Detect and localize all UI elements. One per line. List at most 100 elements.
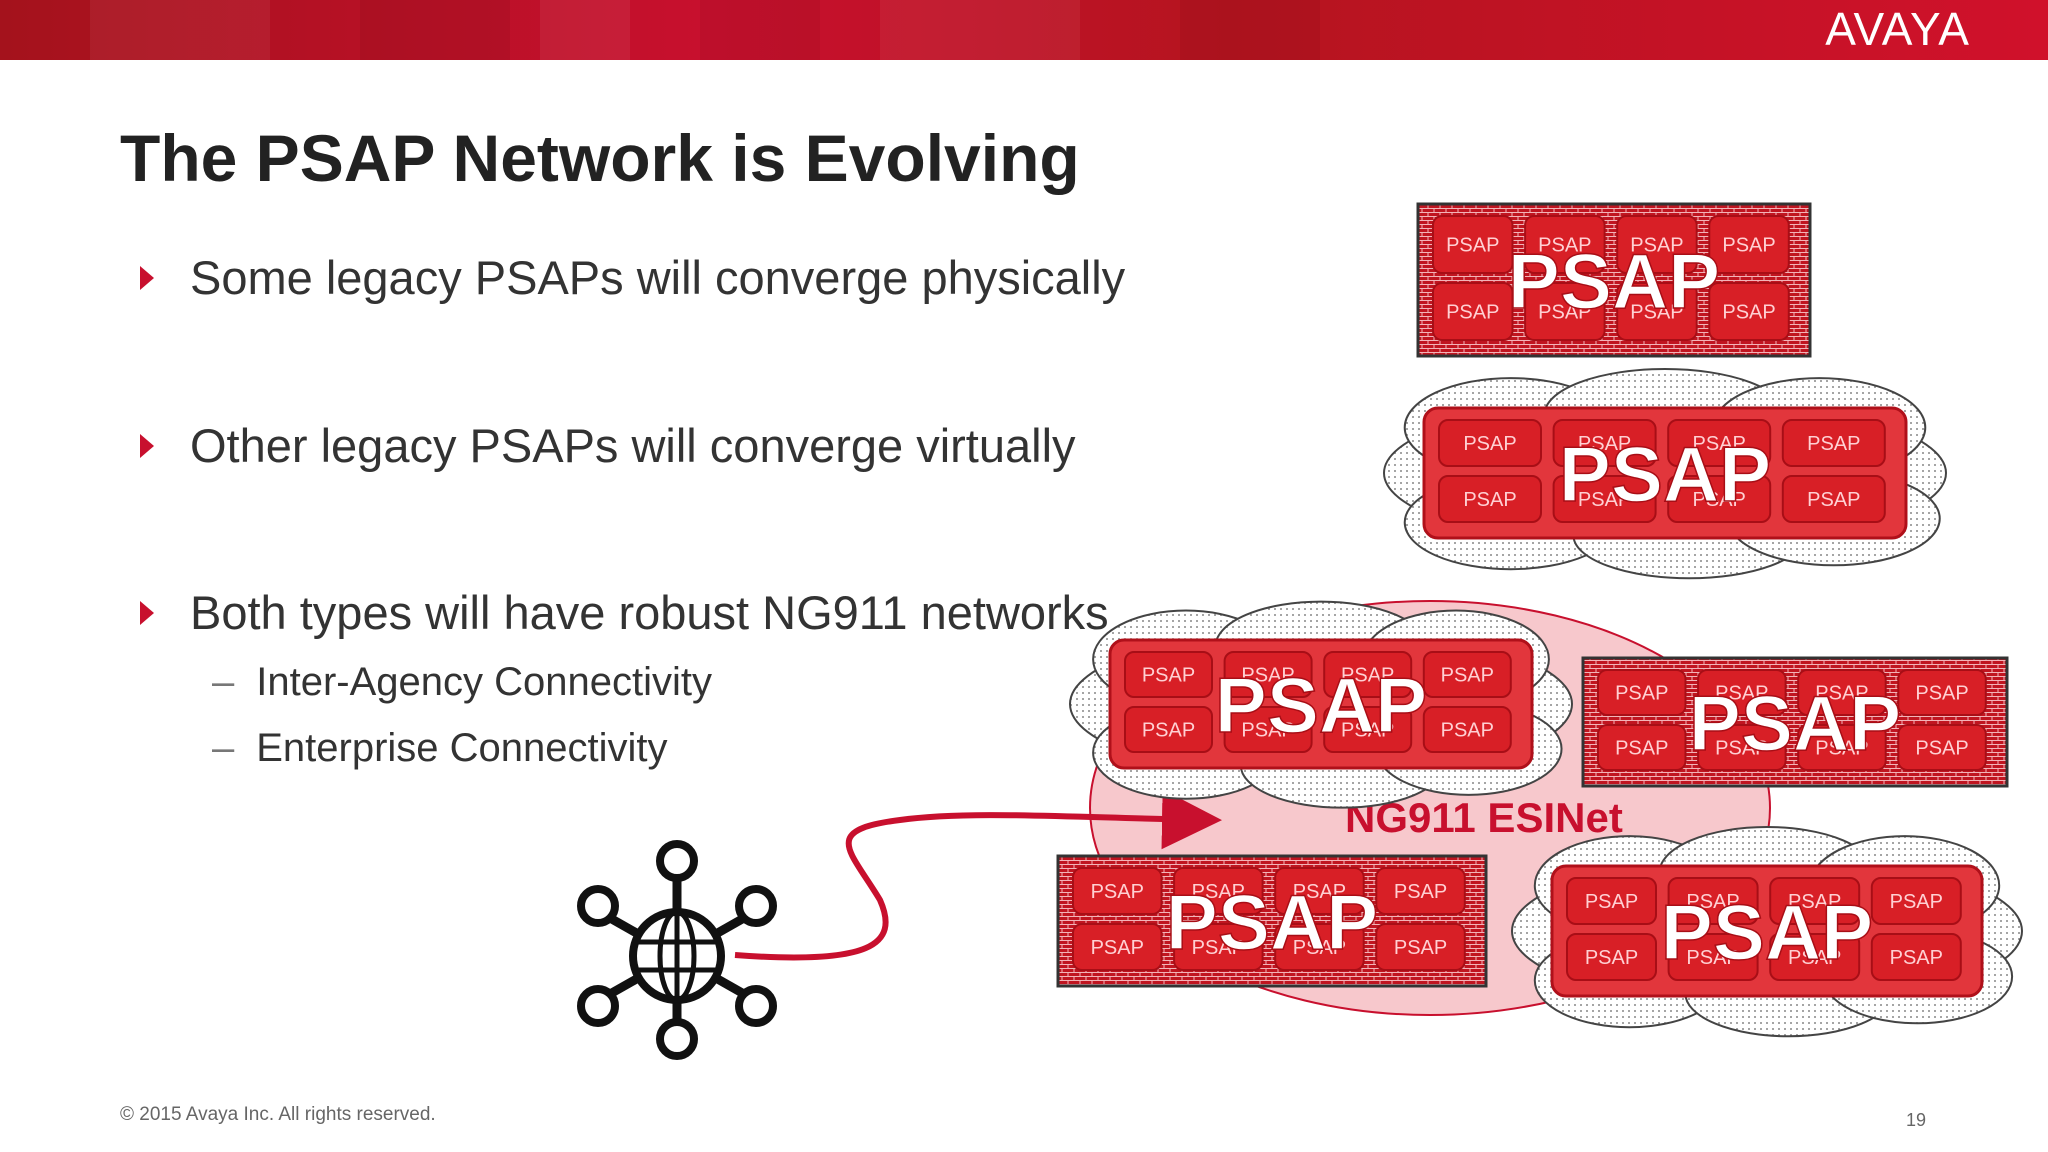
bullet-arrow-icon — [140, 601, 154, 625]
psap-big-label: PSAP — [1559, 430, 1771, 518]
psap-unit-label: PSAP — [1615, 683, 1668, 705]
bullet-text: Both types will have robust NG911 networ… — [190, 586, 1109, 639]
psap-unit — [1072, 867, 1163, 915]
psap-unit-label: PSAP — [1630, 235, 1683, 257]
psap-unit-label: PSAP — [1890, 891, 1943, 913]
psap-unit — [1223, 651, 1313, 698]
psap-unit — [1422, 651, 1512, 698]
psap-unit — [1274, 867, 1365, 915]
psap-unit — [1697, 669, 1787, 716]
psap-unit-label: PSAP — [1715, 683, 1768, 705]
psap-unit — [1769, 933, 1861, 981]
psap-unit — [1375, 867, 1466, 915]
psap-unit — [1552, 419, 1657, 467]
psap-unit-label: PSAP — [1192, 881, 1245, 903]
psap-unit-label: PSAP — [1538, 235, 1591, 257]
psap-unit — [1897, 669, 1987, 716]
slide-title: The PSAP Network is Evolving — [120, 121, 1080, 195]
psap-unit-label: PSAP — [1815, 738, 1868, 760]
psap-unit-label: PSAP — [1686, 947, 1739, 969]
psap-unit — [1323, 706, 1413, 753]
psap-unit — [1667, 419, 1772, 467]
psap-unit — [1375, 923, 1466, 971]
psap-unit-label: PSAP — [1463, 489, 1516, 511]
psap-unit-label: PSAP — [1807, 433, 1860, 455]
psap-unit-label: PSAP — [1915, 738, 1968, 760]
psap-unit-label: PSAP — [1142, 720, 1195, 742]
psap-unit-label: PSAP — [1815, 683, 1868, 705]
psap-unit — [1667, 475, 1772, 523]
psap-unit-label: PSAP — [1091, 937, 1144, 959]
dash-marker: – — [212, 726, 235, 770]
psap-unit-label: PSAP — [1192, 937, 1245, 959]
psap-unit — [1422, 706, 1512, 753]
psap-unit — [1667, 933, 1759, 981]
psap-unit-label: PSAP — [1293, 881, 1346, 903]
psap-unit-label: PSAP — [1585, 891, 1638, 913]
bullet-item: Some legacy PSAPs will converge physical… — [140, 250, 1125, 305]
psap-unit-label: PSAP — [1241, 665, 1294, 687]
psap-unit — [1597, 724, 1687, 771]
psap-unit-label: PSAP — [1693, 433, 1746, 455]
psap-unit-label: PSAP — [1446, 235, 1499, 257]
psap-unit — [1566, 877, 1657, 925]
psap-unit — [1616, 282, 1698, 341]
psap-unit — [1438, 475, 1542, 523]
psap-unit — [1323, 651, 1413, 698]
header-banner: AVAYA — [0, 0, 2048, 60]
psap-unit-label: PSAP — [1293, 937, 1346, 959]
psap-unit-label: PSAP — [1722, 235, 1775, 257]
psap-unit-label: PSAP — [1722, 302, 1775, 324]
psap-big-label: PSAP — [1215, 661, 1427, 749]
bullet-item: Both types will have robust NG911 networ… — [140, 585, 1109, 640]
psap-unit — [1432, 282, 1514, 341]
sub-bullet-text: Inter-Agency Connectivity — [256, 660, 713, 704]
psap-unit — [1781, 475, 1886, 523]
psap-unit-label: PSAP — [1578, 489, 1631, 511]
page-number: 19 — [1906, 1110, 1927, 1130]
psap-unit — [1616, 215, 1698, 274]
psap-unit — [1552, 475, 1657, 523]
footer-copyright: © 2015 Avaya Inc. All rights reserved. — [120, 1104, 436, 1125]
psap-unit — [1173, 867, 1264, 915]
psap-unit-label: PSAP — [1394, 937, 1447, 959]
psap-unit — [1566, 933, 1657, 981]
psap-unit-label: PSAP — [1915, 683, 1968, 705]
bullet-arrow-icon — [140, 266, 154, 290]
psap-unit-label: PSAP — [1788, 947, 1841, 969]
psap-unit-label: PSAP — [1091, 881, 1144, 903]
psap-unit — [1223, 706, 1313, 753]
psap-unit-label: PSAP — [1890, 947, 1943, 969]
psap-unit — [1797, 669, 1887, 716]
psap-unit-label: PSAP — [1142, 665, 1195, 687]
psap-unit-label: PSAP — [1585, 947, 1638, 969]
psap-unit — [1667, 877, 1759, 925]
bullet-text: Some legacy PSAPs will converge physical… — [190, 251, 1126, 304]
bullet-text: Other legacy PSAPs will converge virtual… — [190, 419, 1076, 472]
psap-unit — [1274, 923, 1365, 971]
psap-unit-label: PSAP — [1341, 720, 1394, 742]
psap-unit — [1781, 419, 1886, 467]
psap-unit-label: PSAP — [1341, 665, 1394, 687]
psap-unit — [1797, 724, 1887, 771]
psap-unit — [1769, 877, 1861, 925]
psap-unit — [1124, 651, 1213, 698]
bullet-item: Other legacy PSAPs will converge virtual… — [140, 418, 1076, 473]
psap-unit-label: PSAP — [1446, 302, 1499, 324]
psap-unit-label: PSAP — [1788, 891, 1841, 913]
dash-marker: – — [212, 660, 235, 704]
psap-unit — [1697, 724, 1787, 771]
psap-unit-label: PSAP — [1241, 720, 1294, 742]
psap-unit-label: PSAP — [1441, 665, 1494, 687]
psap-unit-label: PSAP — [1441, 720, 1494, 742]
psap-unit-label: PSAP — [1693, 489, 1746, 511]
psap-unit — [1432, 215, 1514, 274]
avaya-logo: AVAYA — [1825, 3, 1970, 55]
